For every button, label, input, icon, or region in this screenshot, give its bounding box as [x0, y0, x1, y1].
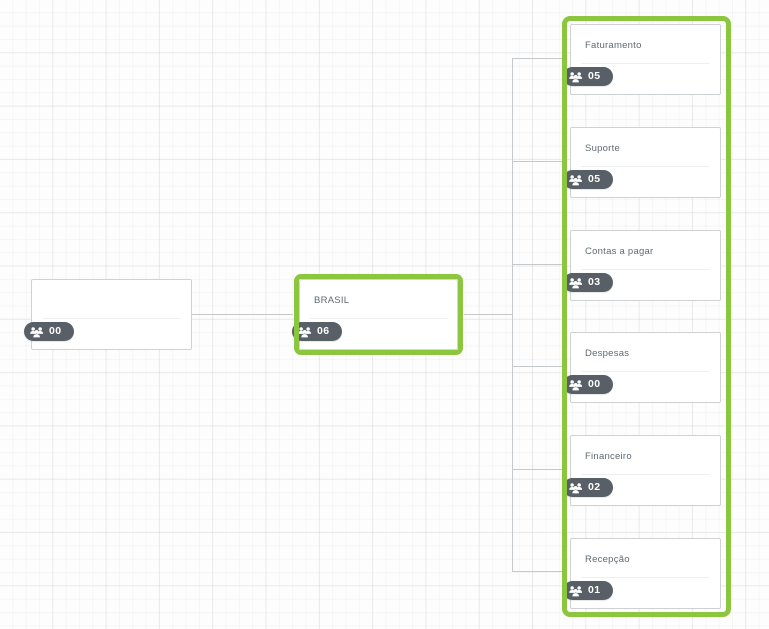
org-node-contas-a-pagar-title: Contas a pagar	[585, 246, 654, 257]
org-node-brasil-member-badge[interactable]: 06	[292, 322, 342, 341]
org-node-suporte-title: Suporte	[585, 143, 621, 154]
users-group-icon	[569, 174, 583, 185]
org-node-contas-a-pagar-count: 03	[588, 275, 601, 288]
org-node-root[interactable]: 00	[24, 279, 192, 350]
org-node-recepcao[interactable]: Recepção 01	[563, 538, 721, 609]
org-node-recepcao-member-badge[interactable]: 01	[563, 581, 613, 600]
org-node-faturamento-divider	[581, 63, 710, 64]
connector-root-to-brasil	[192, 314, 293, 315]
users-group-icon	[569, 379, 583, 390]
org-node-despesas-title: Despesas	[585, 348, 630, 359]
org-node-root-member-badge[interactable]: 00	[24, 322, 74, 341]
org-node-brasil-title: BRASIL	[314, 295, 350, 306]
org-node-recepcao-divider	[581, 577, 710, 578]
connector-vertical-trunk	[512, 58, 513, 572]
connector-trunk-to-node-5	[512, 469, 564, 470]
org-node-financeiro[interactable]: Financeiro 02	[563, 435, 721, 506]
org-node-suporte-divider	[581, 166, 710, 167]
connector-trunk-to-node-3	[512, 264, 564, 265]
org-node-suporte[interactable]: Suporte 05	[563, 127, 721, 198]
org-node-suporte-count: 05	[588, 172, 601, 185]
org-node-recepcao-count: 01	[588, 583, 601, 596]
org-node-contas-a-pagar-divider	[581, 269, 710, 270]
org-node-faturamento-member-badge[interactable]: 05	[563, 67, 613, 86]
org-node-despesas[interactable]: Despesas 00	[563, 332, 721, 403]
org-node-root-count: 00	[49, 324, 62, 337]
org-node-root-divider	[42, 318, 181, 319]
org-node-recepcao-title: Recepção	[585, 554, 630, 565]
users-group-icon	[298, 326, 312, 337]
org-node-despesas-count: 00	[588, 377, 601, 390]
org-node-financeiro-title: Financeiro	[585, 451, 632, 462]
org-node-faturamento-title: Faturamento	[585, 40, 642, 51]
users-group-icon	[569, 482, 583, 493]
users-group-icon	[569, 277, 583, 288]
org-node-suporte-member-badge[interactable]: 05	[563, 170, 613, 189]
connector-brasil-to-trunk	[464, 314, 513, 315]
org-node-contas-a-pagar[interactable]: Contas a pagar 03	[563, 230, 721, 301]
users-group-icon	[30, 326, 44, 337]
connector-trunk-to-node-6	[512, 571, 564, 572]
connector-trunk-to-node-2	[512, 161, 564, 162]
org-node-contas-a-pagar-member-badge[interactable]: 03	[563, 273, 613, 292]
selection-outline-departments	[562, 16, 731, 617]
org-node-faturamento[interactable]: Faturamento 05	[563, 24, 721, 95]
org-node-brasil-count: 06	[317, 324, 330, 337]
org-node-despesas-member-badge[interactable]: 00	[563, 375, 613, 394]
org-node-brasil[interactable]: BRASIL 06	[292, 279, 458, 350]
users-group-icon	[569, 71, 583, 82]
org-node-despesas-divider	[581, 371, 710, 372]
connector-trunk-to-node-4	[512, 366, 564, 367]
org-node-financeiro-member-badge[interactable]: 02	[563, 478, 613, 497]
users-group-icon	[569, 585, 583, 596]
connector-trunk-to-node-1	[512, 58, 564, 59]
org-node-financeiro-divider	[581, 474, 710, 475]
org-node-financeiro-count: 02	[588, 480, 601, 493]
org-node-brasil-divider	[310, 318, 447, 319]
org-node-faturamento-count: 05	[588, 69, 601, 82]
